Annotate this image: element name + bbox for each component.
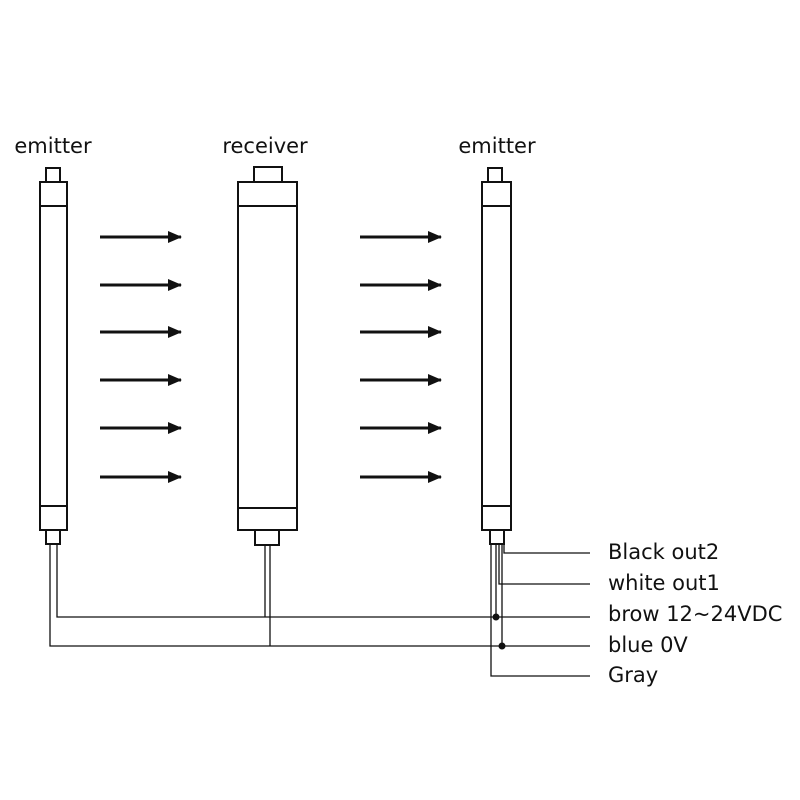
- emitter-left-top-cap: [45, 167, 61, 183]
- receiver-bottom-connector: [254, 529, 280, 546]
- black-wire: [503, 544, 590, 554]
- emitter-left-bottom-connector: [45, 529, 61, 545]
- emitter-left-body: [39, 181, 68, 531]
- receiver-bar: [237, 166, 298, 546]
- white-wire: [498, 544, 590, 585]
- emitter-right-bottom-connector: [489, 529, 505, 545]
- beam-arrows-right: [360, 231, 442, 483]
- wire-label-blue-0v: blue 0V: [608, 633, 688, 657]
- emitter-right-top-cap: [487, 167, 503, 183]
- emitter-right-body: [481, 181, 512, 531]
- emitter-left-bar: [39, 167, 68, 545]
- junction-dot-brown: [492, 613, 500, 621]
- wire-label-gray: Gray: [608, 663, 659, 687]
- junctions: [492, 613, 506, 650]
- emitter-right-bar: [481, 167, 512, 545]
- wire-label-black-out2: Black out2: [608, 540, 720, 564]
- receiver-top-cap: [253, 166, 283, 183]
- wiring: [49, 544, 590, 677]
- brown-wire: [56, 544, 496, 618]
- wire-label-brown-supply: brow 12~24VDC: [608, 602, 783, 626]
- blue-wire: [49, 544, 502, 647]
- emitter-left-title: emitter: [14, 134, 92, 158]
- wire-label-white-out1: white out1: [608, 571, 720, 595]
- receiver-body: [237, 181, 298, 531]
- emitter-right-title: emitter: [458, 134, 536, 158]
- gray-wire: [490, 544, 590, 677]
- receiver-title: receiver: [222, 134, 308, 158]
- junction-dot-blue: [498, 642, 506, 650]
- beam-arrows-left: [100, 231, 182, 483]
